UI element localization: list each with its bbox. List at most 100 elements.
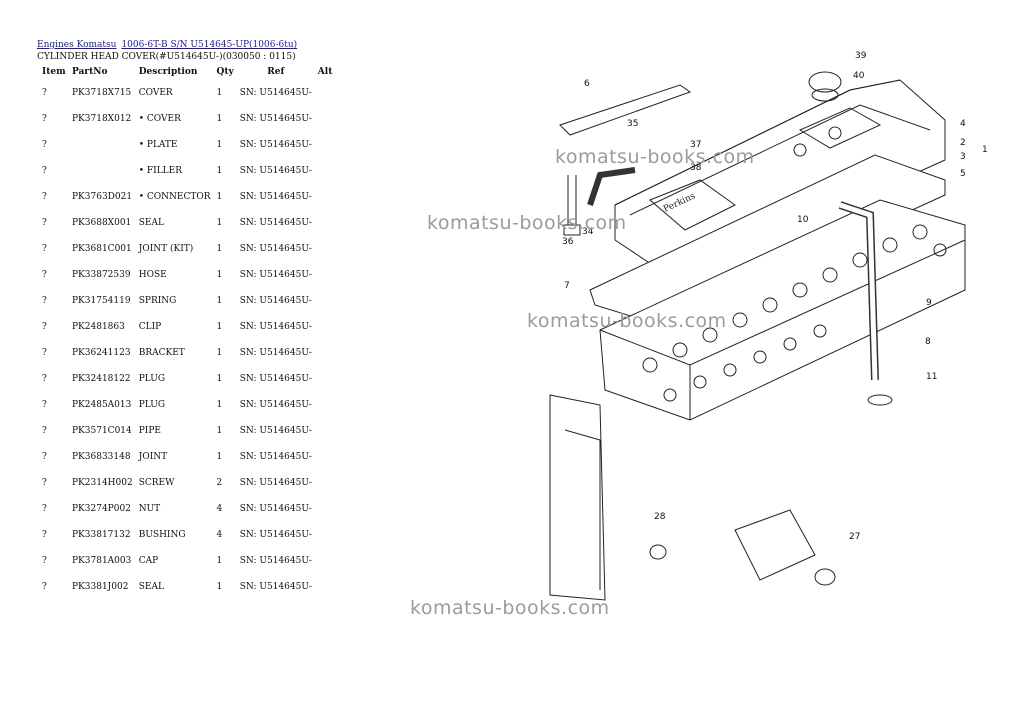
callout-number: 9 xyxy=(926,298,932,308)
cell-ref: SN: U514645U- xyxy=(239,322,312,332)
cell-ref: SN: U514645U- xyxy=(239,400,312,410)
cell-qty: 4 xyxy=(216,530,223,540)
cell-description: SEAL xyxy=(138,582,164,592)
cell-alt xyxy=(315,522,341,548)
cell-description: PLUG xyxy=(138,374,166,384)
cell-qty: 1 xyxy=(216,582,223,592)
cell-qty: 1 xyxy=(216,192,223,202)
cell-ref: SN: U514645U- xyxy=(239,426,312,436)
cell-ref: SN: U514645U- xyxy=(239,244,312,254)
cell-alt xyxy=(315,314,341,340)
cell-qty: 1 xyxy=(216,426,223,436)
cell-ref: SN: U514645U- xyxy=(239,452,312,462)
cell-item: ? xyxy=(42,218,47,228)
cell-alt xyxy=(315,548,341,574)
cell-description: • PLATE xyxy=(138,140,178,150)
cell-ref: SN: U514645U- xyxy=(239,478,312,488)
cell-item: ? xyxy=(42,348,47,358)
page-subtitle: CYLINDER HEAD COVER(#U514645U-)(030050 :… xyxy=(37,52,296,62)
cell-partno: PK33872539 xyxy=(72,270,131,280)
breadcrumb-link-model[interactable]: 1006-6T-B S/N U514645-UP(1006-6tu) xyxy=(121,40,298,50)
cell-ref: SN: U514645U- xyxy=(239,140,312,150)
cell-qty: 4 xyxy=(216,504,223,514)
cell-partno: PK33817132 xyxy=(72,530,131,540)
cell-partno: PK3718X012 xyxy=(72,114,132,124)
breadcrumb-link-engines[interactable]: Engines Komatsu xyxy=(37,40,117,50)
cell-alt xyxy=(315,496,341,522)
cell-description: JOINT (KIT) xyxy=(138,244,194,254)
cell-item: ? xyxy=(42,556,47,566)
parts-table: Item PartNo Description Qty Ref Alt ?PK3… xyxy=(36,64,341,600)
cell-description: • COVER xyxy=(138,114,181,124)
callout-number: 10 xyxy=(797,215,809,225)
cell-alt xyxy=(315,340,341,366)
cell-item: ? xyxy=(42,530,47,540)
cell-ref: SN: U514645U- xyxy=(239,374,312,384)
cell-ref: SN: U514645U- xyxy=(239,192,312,202)
cell-description: PIPE xyxy=(138,426,161,436)
header-item: Item xyxy=(42,67,66,77)
cell-partno: PK36241123 xyxy=(72,348,131,358)
table-header-row: Item PartNo Description Qty Ref Alt xyxy=(36,64,341,80)
cell-qty: 1 xyxy=(216,244,223,254)
callout-number: 1 xyxy=(982,145,988,155)
cell-qty: 1 xyxy=(216,88,223,98)
cell-ref: SN: U514645U- xyxy=(239,166,312,176)
callout-number: 2 xyxy=(960,138,966,148)
cell-ref: SN: U514645U- xyxy=(239,114,312,124)
cell-ref: SN: U514645U- xyxy=(239,218,312,228)
cell-item: ? xyxy=(42,88,47,98)
cell-partno xyxy=(69,132,136,158)
bushing-28 xyxy=(649,544,667,560)
cell-partno: PK3763D021 xyxy=(72,192,133,202)
header-ref: Ref xyxy=(267,67,285,77)
cell-ref: SN: U514645U- xyxy=(239,582,312,592)
cell-alt xyxy=(315,132,341,158)
callout-number: 27 xyxy=(849,532,860,542)
cell-qty: 1 xyxy=(216,166,223,176)
callout-number: 38 xyxy=(690,163,702,173)
cell-description: BUSHING xyxy=(138,530,186,540)
cell-qty: 1 xyxy=(216,374,223,384)
callout-number: 39 xyxy=(855,51,867,61)
cell-partno: PK3688X001 xyxy=(72,218,132,228)
cell-qty: 1 xyxy=(216,114,223,124)
bolt xyxy=(563,175,581,236)
header-alt: Alt xyxy=(317,67,333,77)
cell-alt xyxy=(315,470,341,496)
callout-number: 7 xyxy=(564,281,570,291)
cell-alt xyxy=(315,392,341,418)
cell-description: CLIP xyxy=(138,322,162,332)
cell-ref: SN: U514645U- xyxy=(239,348,312,358)
callout-number: 35 xyxy=(627,119,638,129)
callout-number: 5 xyxy=(960,169,966,179)
cell-item: ? xyxy=(42,374,47,384)
cell-description: SCREW xyxy=(138,478,175,488)
bracket xyxy=(867,394,893,406)
cell-partno: PK2314H002 xyxy=(72,478,133,488)
cell-alt xyxy=(315,418,341,444)
cover-plate xyxy=(734,509,816,581)
filler-cap xyxy=(808,71,842,93)
cell-partno xyxy=(69,158,136,184)
cell-item: ? xyxy=(42,296,47,306)
cell-partno: PK3381J002 xyxy=(72,582,129,592)
cell-alt xyxy=(315,210,341,236)
callout-number: 8 xyxy=(925,337,931,347)
cell-description: • CONNECTOR xyxy=(138,192,211,202)
cell-item: ? xyxy=(42,478,47,488)
callout-number: 36 xyxy=(562,237,574,247)
